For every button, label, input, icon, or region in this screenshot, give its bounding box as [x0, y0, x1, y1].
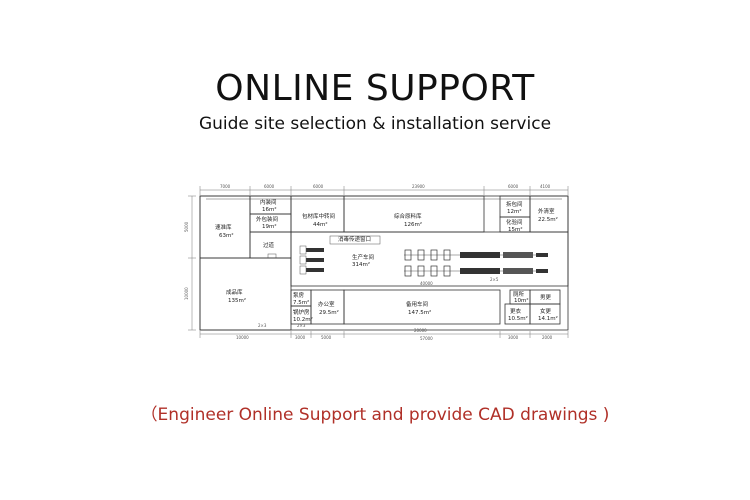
- dim-bottom-3: 5000: [321, 335, 332, 340]
- room-pump-area: 7.5m²: [293, 299, 309, 306]
- machine-group: [299, 245, 324, 275]
- room-raw-material-label: 综合原料库: [394, 212, 422, 220]
- room-finished-label: 成品库: [226, 288, 243, 296]
- dim-top-6: 4100: [540, 184, 551, 189]
- grid-tag-bottom-1: 2×3: [258, 323, 267, 328]
- transfer-window-label: 消毒传递窗口: [338, 235, 371, 243]
- room-pack-transfer-area: 44m²: [313, 221, 328, 228]
- room-outer-clean-label: 外清室: [538, 207, 555, 215]
- room-unpack-area: 12m²: [507, 208, 522, 215]
- production-workshop: 消毒传递窗口 生产车间 314m²: [290, 231, 569, 287]
- dim-top-4: 23900: [412, 184, 425, 189]
- room-staging-label: 速准库: [215, 223, 232, 231]
- room-spare-workshop-label: 备用车间: [406, 300, 428, 308]
- dim-bottom-total: 57000: [420, 336, 433, 341]
- room-spare-workshop-area: 147.5m²: [408, 309, 431, 316]
- room-workshop-area: 314m²: [352, 261, 370, 268]
- room-unpack-label: 拆包间: [506, 200, 523, 208]
- room-change-area: 10.5m²: [508, 315, 528, 322]
- room-pump-label: 泵房: [293, 291, 305, 299]
- room-outer-pack-label: 外包装间: [256, 215, 278, 223]
- room-qc-area: 15m²: [508, 226, 523, 233]
- room-restroom-label: 厕所: [513, 290, 525, 298]
- room-raw-material-area: 126m²: [404, 221, 422, 228]
- dim-top-2: 6000: [264, 184, 275, 189]
- room-outer-clean-area: 22.5m²: [538, 216, 558, 223]
- room-female-change-label: 女更: [540, 307, 552, 315]
- dim-top-1: 7000: [220, 184, 231, 189]
- dim-bottom-2: 3000: [295, 335, 306, 340]
- room-office-area: 29.5m²: [319, 309, 339, 316]
- room-outer-pack-area: 19m²: [262, 223, 277, 230]
- mid-dimension-total: 40000: [420, 281, 433, 286]
- room-qc-label: 化验间: [506, 218, 523, 226]
- dim-left-2: 10000: [184, 287, 189, 300]
- room-male-change-label: 男更: [540, 294, 552, 301]
- room-workshop-label: 生产车间: [352, 253, 374, 261]
- workshop-grid-tag: 2×5: [490, 277, 499, 282]
- production-line-upper: [404, 249, 548, 261]
- bottom-dimension-line: 10000 3000 5000 20000 3000 2000 57000: [199, 328, 569, 341]
- grid-tag-bottom-2: 2×3: [297, 323, 306, 328]
- page-title: ONLINE SUPPORT: [215, 68, 535, 109]
- room-boiler-label: 锅炉房: [293, 308, 310, 316]
- top-row-rooms: 速准库 63m² 内装间 16m² 外包装间 19m² 过道 包材库中转间 44…: [199, 195, 569, 259]
- room-inner-pack-label: 内装间: [260, 198, 277, 206]
- dim-bottom-5: 3000: [508, 335, 519, 340]
- dim-top-3: 6000: [313, 184, 324, 189]
- room-female-change-area: 14.1m²: [538, 315, 558, 322]
- dim-bottom-6: 2000: [542, 335, 553, 340]
- dim-left-1: 5000: [184, 221, 189, 232]
- left-dimension-line: 5000 10000: [184, 195, 196, 331]
- room-staging-area: 63m²: [219, 232, 234, 239]
- page-subtitle: Guide site selection & installation serv…: [198, 114, 552, 134]
- dim-bottom-1: 10000: [236, 335, 249, 340]
- room-corridor-label: 过道: [263, 241, 275, 249]
- room-finished-area: 135m²: [228, 297, 246, 304]
- dim-top-5: 6000: [508, 184, 519, 189]
- room-inner-pack-area: 16m²: [262, 206, 277, 213]
- cad-support-caption: （Engineer Online Support and provide CAD…: [140, 405, 610, 425]
- top-dimension-line: 7000 6000 6000 23900 6000 4100: [199, 184, 569, 195]
- room-change-label: 更衣: [510, 307, 522, 315]
- room-restroom-area: 10m²: [514, 297, 529, 304]
- dim-bottom-4: 20000: [414, 328, 427, 333]
- room-office-label: 办公室: [318, 300, 335, 308]
- room-pack-transfer-label: 包材库中转间: [302, 212, 335, 220]
- bottom-row-rooms: 成品库 135m² 泵房 7.5m² 锅炉房 10.2m² 办公室 29.5m²…: [199, 257, 561, 331]
- room-boiler-area: 10.2m²: [293, 316, 313, 323]
- production-line-lower: [404, 265, 548, 277]
